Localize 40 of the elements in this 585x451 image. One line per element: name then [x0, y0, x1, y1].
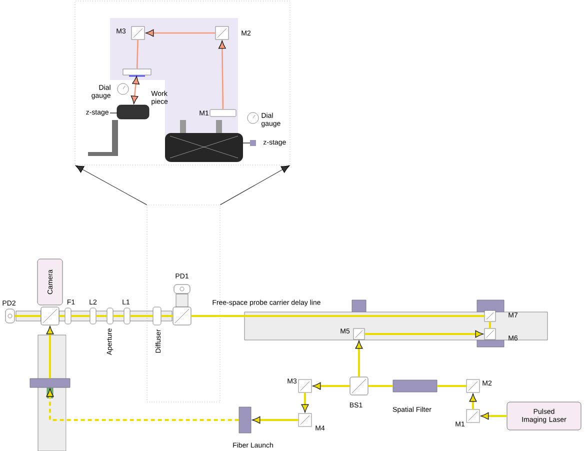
mirror — [215, 26, 229, 40]
beam-splitter-cube — [40, 306, 60, 326]
photodetector — [174, 284, 190, 294]
beam-arrow — [46, 388, 239, 421]
zoom-line — [75, 165, 148, 206]
beam-arrow — [46, 326, 54, 378]
mirror — [131, 26, 145, 40]
lens — [152, 306, 162, 326]
mirror — [298, 413, 312, 427]
zoom-line — [220, 165, 290, 206]
lens — [64, 308, 72, 324]
beam-splitter-cube — [172, 306, 192, 326]
photodetector — [5, 308, 15, 324]
mirror — [353, 328, 365, 340]
lens — [90, 308, 96, 324]
mirror — [466, 379, 480, 393]
sample-holder — [30, 378, 70, 388]
beam-arrow — [252, 416, 298, 424]
optical-window — [122, 68, 152, 77]
mirror — [484, 310, 496, 322]
beam-arrow — [218, 40, 226, 110]
beam-arrow — [130, 76, 140, 104]
mirror — [466, 409, 480, 423]
mirror — [484, 328, 496, 340]
beam-arrow — [355, 340, 363, 377]
beam-splitter-cube — [350, 376, 368, 396]
beam-arrow — [364, 330, 484, 338]
beam-arrow — [469, 393, 477, 410]
optical-mount — [392, 380, 438, 392]
beam-arrow — [480, 412, 507, 420]
beam-arrow — [301, 392, 309, 413]
dotted-frame — [74, 0, 290, 166]
mirror — [298, 379, 312, 393]
lens — [106, 308, 114, 324]
mirror-mount — [210, 109, 236, 117]
lens — [124, 308, 130, 324]
translation-stage — [116, 104, 150, 120]
beam-arrow — [312, 382, 350, 390]
beam-arrow — [145, 29, 216, 37]
optical-mount — [238, 406, 252, 434]
